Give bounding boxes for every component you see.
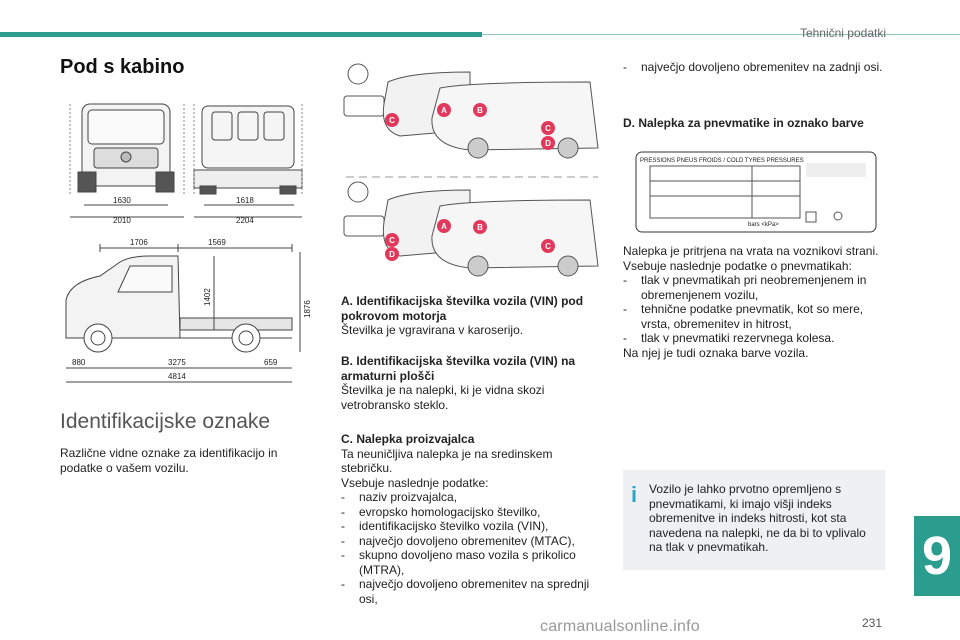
item-d-text2: Vsebuje naslednje podatke o pnevmatikah: [623,258,852,273]
marker-c-bottom-left [385,233,399,247]
info-box: i Vozilo je lahko prvotno opremljeno s p… [623,470,885,570]
marker-c-top-left-label: C [389,116,395,125]
marker-c-top-left [385,113,399,127]
marker-b-bottom-label: B [477,223,483,232]
side-view-drawing [65,244,301,383]
section-heading: Identifikacijske oznake [60,410,271,433]
marker-a-top [437,103,451,117]
dim-front-width: 2010 [113,216,131,225]
marker-c-bottom-right-label: C [545,242,551,251]
item-c-line2: Vsebuje naslednje podatke: [341,475,489,490]
item-a-text: Številka je vgravirana v karoserijo. [341,323,524,337]
marker-c-bottom-right [541,239,555,253]
item-b: B. Identifikacijska številka vozila (VIN… [341,354,603,412]
marker-c-bottom-left-label: C [389,236,395,245]
list-item: identifikacijsko številko vozila (VIN), [341,519,603,534]
dim-rear-track: 1618 [236,196,254,205]
item-b-text: Številka je na nalepki, ki je vidna skoz… [341,383,545,412]
dimension-labels: 1630 2010 1618 2204 1706 1569 1402 1876 … [72,196,312,381]
marker-c-top-right-label: C [545,124,551,133]
dim-total-length: 4814 [168,372,186,381]
dim-wheelbase: 3275 [168,358,186,367]
dim-side-top-1: 1706 [130,238,148,247]
list-item: tlak v pnevmatikah pri neobremenjenem in… [623,273,883,302]
marker-d-top-label: D [545,139,551,148]
info-text: Vozilo je lahko prvotno opremljeno s pne… [649,482,866,554]
list-item: skupno dovoljeno maso vozila s prikolico… [341,548,603,577]
marker-b-top-label: B [477,106,483,115]
item-d-text3: Na njej je tudi oznaka barve vozila. [623,345,809,360]
header-accent-bar [0,32,482,37]
list-item: tehnične podatke pnevmatik, kot so mere,… [623,302,883,331]
section-title: Tehnični podatki [799,26,886,40]
van-illustration-bottom [343,181,599,277]
chapter-tab: 9 [914,516,960,596]
marker-b-top [473,103,487,117]
item-d: Nalepka je pritrjena na vrata na vozniko… [623,244,883,360]
item-c-line1: Ta neuničljiva nalepka je na sredinskem … [341,446,553,476]
marker-a-top-label: A [441,106,447,115]
list-item: evropsko homologacijsko številko, [341,505,603,520]
marker-d-bottom-label: D [389,250,395,259]
dim-side-height-1: 1402 [203,288,212,306]
item-d-text1: Nalepka je pritrjena na vrata na vozniko… [623,244,879,258]
dim-rear-overhang: 659 [264,358,278,367]
marker-a-bottom [437,219,451,233]
dim-front-overhang: 880 [72,358,86,367]
marker-d-bottom [385,247,399,261]
dim-rear-width: 2204 [236,216,254,225]
item-c-title: C. Nalepka proizvajalca [341,432,475,446]
marker-d-top [541,136,555,150]
item-d-title: D. Nalepka za pnevmatike in oznako barve [623,116,864,130]
label-unit: bars <kPa> [748,222,779,228]
markers: A B C C D A B C D C [385,103,555,261]
list-item: tlak v pnevmatiki rezervnega kolesa. [623,331,883,346]
label-header: PRESSIONS PNEUS FROIDS / COLD TYRES PRES… [640,158,804,164]
tyre-pressure-label: PRESSIONS PNEUS FROIDS / COLD TYRES PRES… [635,151,877,233]
rear-view-drawing [193,104,303,218]
item-c-continued: največjo dovoljeno obremenitev na zadnji… [623,60,883,75]
front-view-drawing [69,103,185,218]
list-item: največjo dovoljeno obremenitev na zadnji… [623,60,883,75]
marker-c-top-right [541,121,555,135]
watermark: carmanualsonline.info [540,618,700,635]
dim-side-top-2: 1569 [208,238,226,247]
list-item: največjo dovoljeno obremenitev (MTAC), [341,534,603,549]
item-c: C. Nalepka proizvajalca Ta neuničljiva n… [341,432,603,606]
info-icon: i [631,482,638,507]
marker-a-bottom-label: A [441,222,447,231]
page-title: Pod s kabino [60,56,185,78]
dim-side-height-2: 1876 [303,300,312,318]
item-a: A. Identifikacijska številka vozila (VIN… [341,294,603,338]
marker-b-bottom [473,220,487,234]
dim-front-track: 1630 [113,196,131,205]
list-item: naziv proizvajalca, [341,490,603,505]
page-number: 231 [861,616,882,630]
list-item: največjo dovoljeno obremenitev na spredn… [341,577,603,606]
header-rule [482,34,960,35]
van-illustration-top [343,63,599,159]
item-b-title: B. Identifikacijska številka vozila (VIN… [341,354,576,383]
intro-text: Različne vidne oznake za identifikacijo … [60,446,278,475]
item-a-title: A. Identifikacijska številka vozila (VIN… [341,294,584,323]
